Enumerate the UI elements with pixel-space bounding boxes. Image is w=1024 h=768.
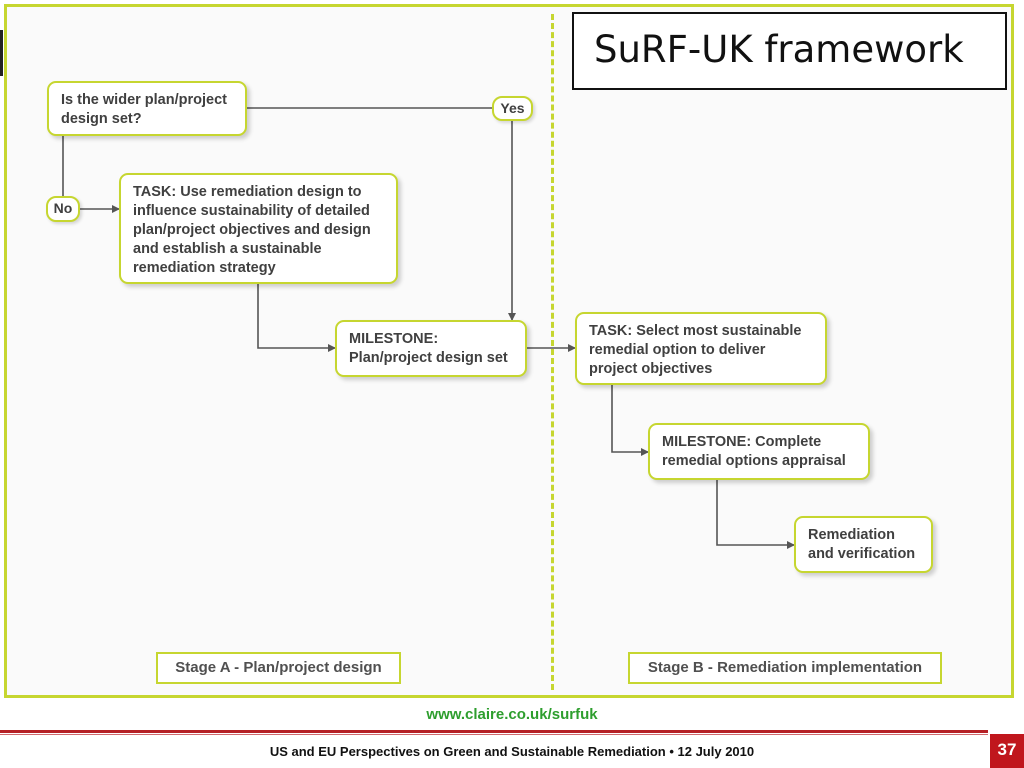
claire-website-link[interactable]: www.claire.co.uk/surfuk [426, 706, 598, 723]
stage-a-label: Stage A - Plan/project design [156, 652, 401, 684]
connector-milestone-b-to-remediation [716, 480, 795, 549]
no-label: No [46, 196, 80, 222]
connector-task-b-to-milestone-b [611, 385, 649, 456]
slide-title: SuRF-UK framework [572, 12, 1007, 90]
stage-b-label: Stage B - Remediation implementation [628, 652, 942, 684]
stage-divider-line [551, 14, 554, 690]
milestone-b-node: MILESTONE: Complete remedial options app… [648, 423, 870, 480]
connector-task-a-to-milestone-a [257, 284, 336, 352]
footer-rule-thin [0, 734, 988, 735]
left-edge-mark [0, 30, 3, 76]
page-number: 37 [990, 734, 1024, 768]
footer-caption: US and EU Perspectives on Green and Sust… [269, 744, 755, 759]
footer-rule [0, 730, 988, 733]
task-a-node: TASK: Use remediation design to influenc… [119, 173, 398, 284]
question-node: Is the wider plan/project design set? [47, 81, 247, 136]
milestone-a-node: MILESTONE: Plan/project design set [335, 320, 527, 377]
remediation-node: Remediation and verification [794, 516, 933, 573]
yes-label: Yes [492, 96, 533, 121]
task-b-node: TASK: Select most sustainable remedial o… [575, 312, 827, 385]
